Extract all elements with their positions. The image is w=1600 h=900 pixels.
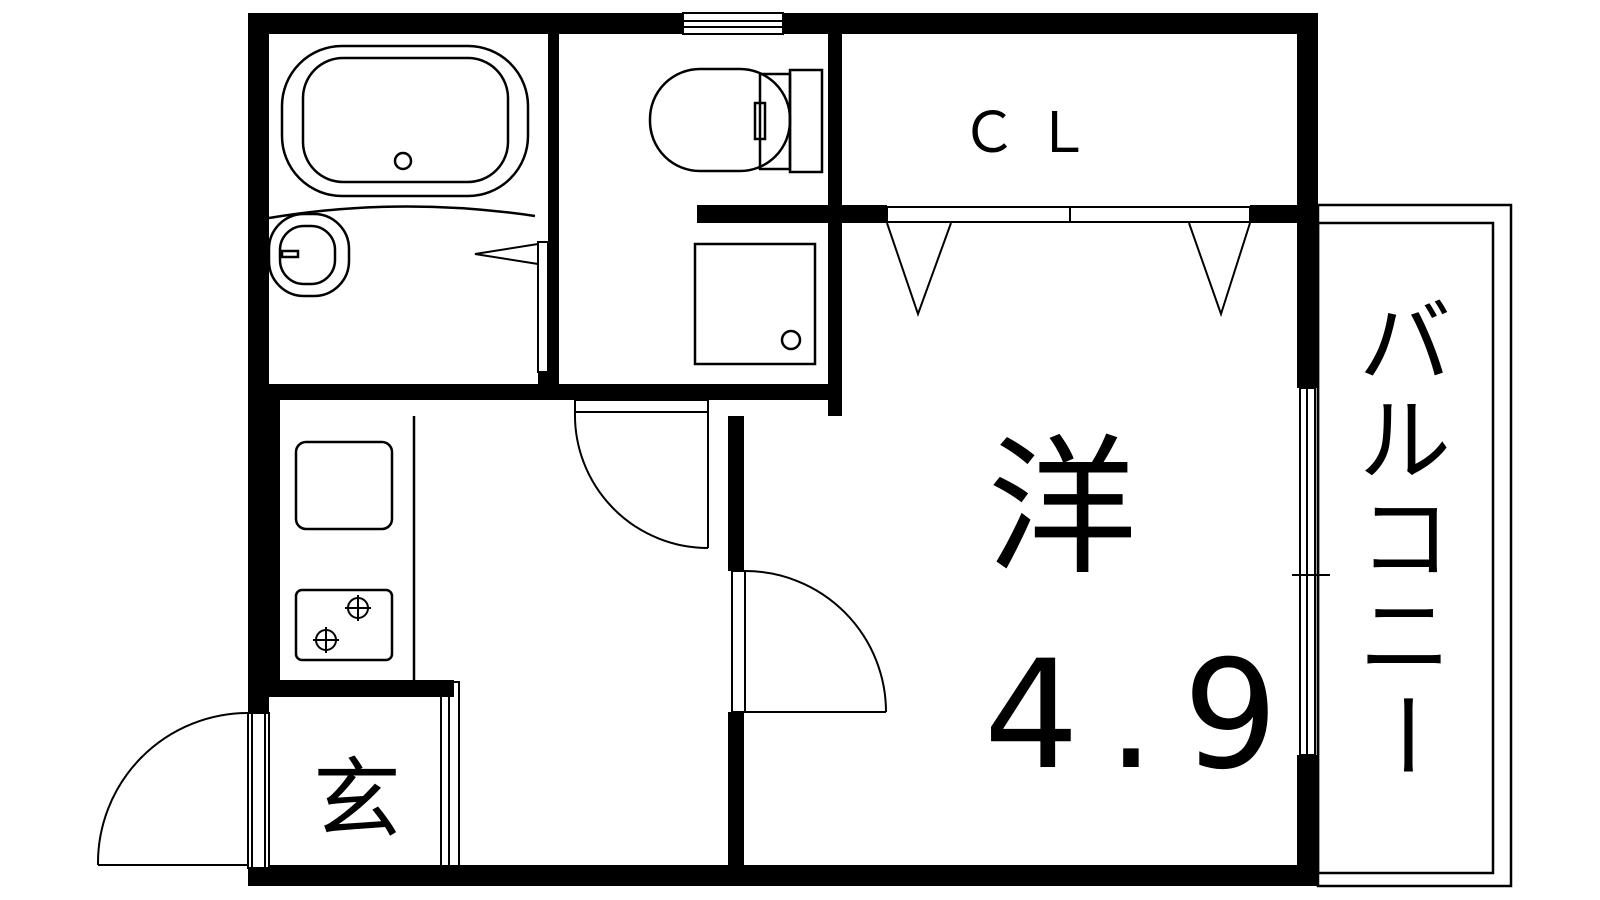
front-door (96, 712, 270, 869)
hall-door (573, 399, 709, 549)
closet-sliding-doors (886, 206, 1251, 318)
balcony-label-char: バ (1359, 290, 1451, 397)
western-room-label: 洋 (987, 422, 1137, 596)
balcony-label-char: コ (1359, 486, 1451, 593)
kitchen-counter (294, 416, 416, 680)
balcony-label-char: ー (1351, 689, 1458, 781)
shoe-cabinet (440, 681, 460, 871)
entrance-label: 玄 (313, 748, 401, 851)
stove-burners (313, 595, 371, 653)
bathtub (280, 44, 530, 198)
balcony-outline (1316, 203, 1513, 888)
bathroom-sliding-door (474, 241, 549, 373)
western-room-size: 4.9 (984, 629, 1307, 803)
toilet (648, 67, 824, 174)
balcony-label-char: ニ (1359, 584, 1451, 691)
wash-basin (267, 205, 536, 298)
western-room-door (731, 570, 887, 713)
closet-label: ＣＬ (961, 101, 1109, 166)
washing-machine-space (693, 242, 817, 366)
top-window (682, 12, 784, 35)
balcony-label: バ ル コ ニ ー (1351, 290, 1458, 781)
interior-walls (269, 30, 1310, 877)
balcony-window (1292, 387, 1330, 756)
balcony-label-char: ル (1359, 388, 1451, 495)
